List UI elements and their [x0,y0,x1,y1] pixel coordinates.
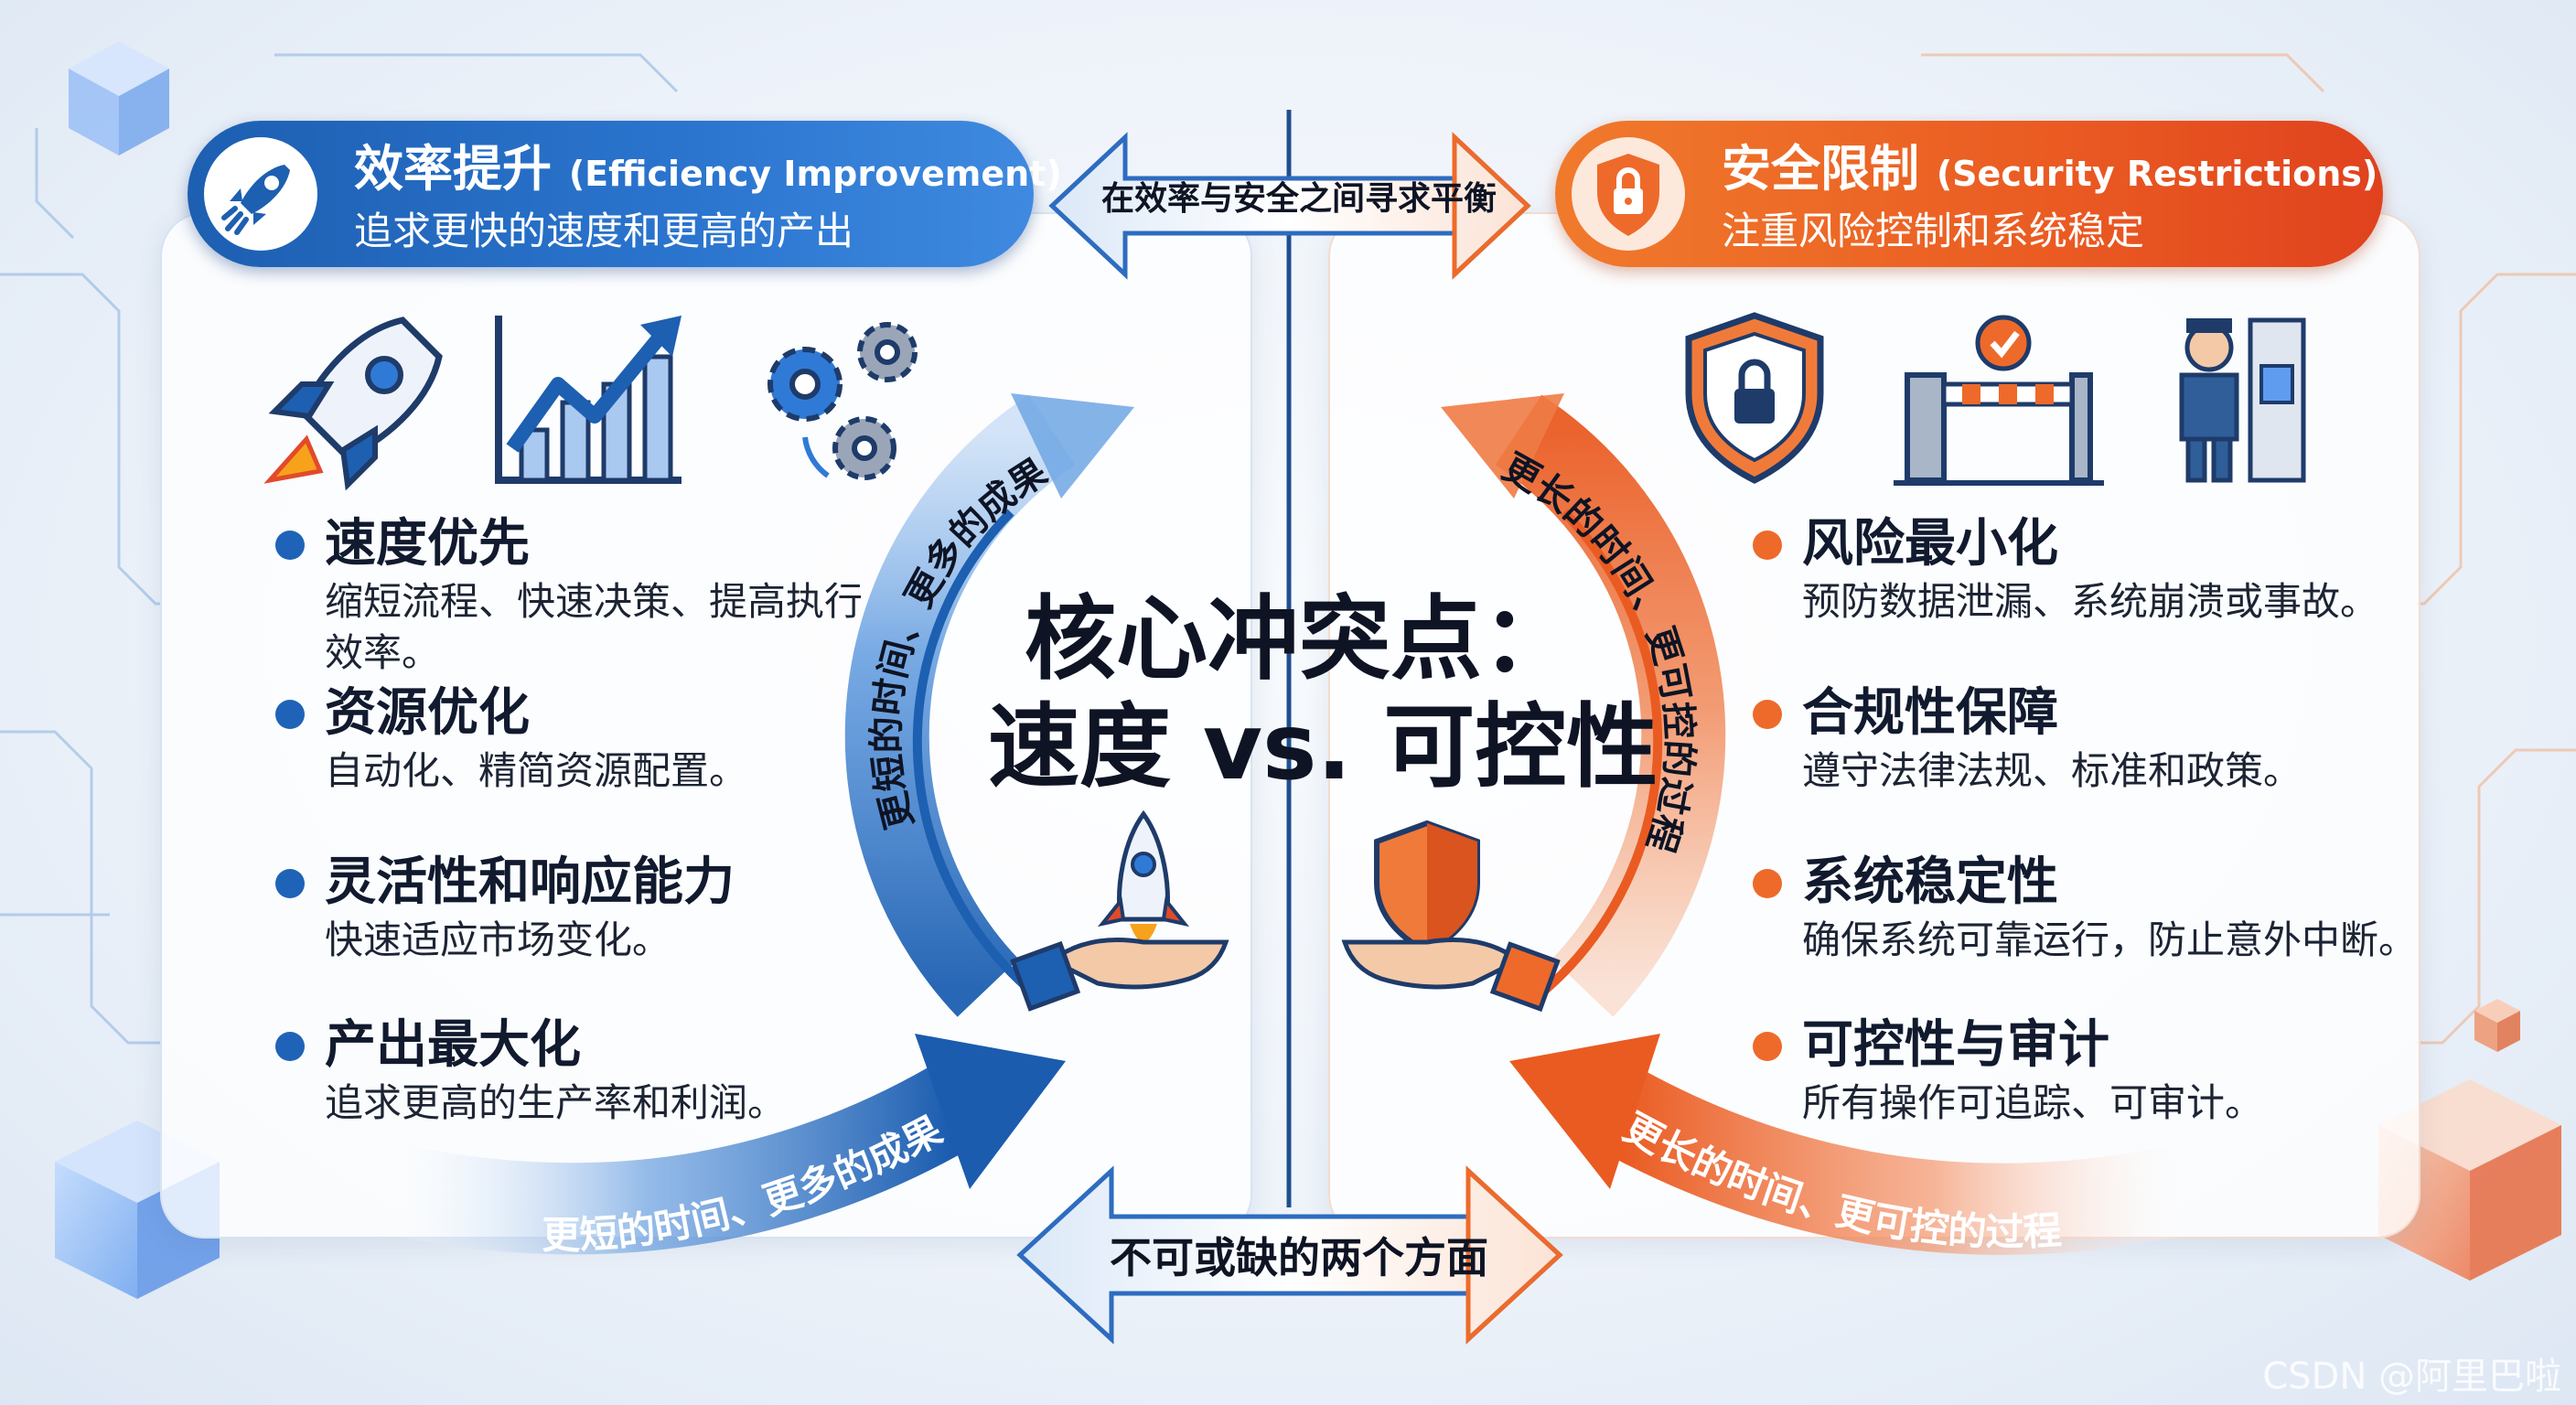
left-item: 资源优化 自动化、精简资源配置。 [275,681,892,797]
security-subtitle: 注重风险控制和系统稳定 [1722,209,2145,253]
left-item-desc: 缩短流程、快速决策、提高执行效率。 [325,579,864,675]
bullet-dot [1753,1032,1782,1061]
right-item-desc: 预防数据泄漏、系统崩溃或事故。 [1802,579,2379,624]
core-conflict-line1: 核心冲突点： [1025,585,1573,692]
barrier-gate-icon [1894,315,2104,486]
right-item-title: 风险最小化 [1802,514,2058,574]
efficiency-subtitle: 追求更快的速度和更高的产出 [354,209,854,253]
bullet-dot [275,869,305,898]
gears-icon [767,322,918,480]
security-title: 安全限制 [1722,140,1919,198]
left-item-title: 灵活性和响应能力 [325,853,735,912]
left-item: 速度优先 缩短流程、快速决策、提高执行效率。 [275,512,892,679]
shield-in-hand-icon [1341,820,1561,1013]
rocket-icon [221,165,290,235]
bullet-dot [1753,531,1782,560]
right-item-desc: 遵守法律法规、标准和政策。 [1802,748,2302,793]
right-item: 系统稳定性 确保系统可靠运行，防止意外中断。 [1753,851,2470,966]
core-conflict-line2: 速度 vs. 可控性 [988,693,1658,800]
right-item: 风险最小化 预防数据泄漏、系统崩溃或事故。 [1753,512,2442,627]
efficiency-header: 效率提升 (Efficiency Improvement) 追求更快的速度和更高… [188,121,1062,267]
security-header: 安全限制 (Security Restrictions) 注重风险控制和系统稳定 [1555,121,2383,267]
security-guard-icon [2179,317,2306,483]
right-item-title: 可控性与审计 [1802,1015,2109,1075]
security-badge [1572,137,1685,251]
bullet-dot [1753,869,1782,898]
left-item-title: 产出最大化 [325,1015,581,1075]
rocket-in-hand-icon [1010,810,1229,1012]
left-item-desc: 快速适应市场变化。 [325,917,671,962]
right-item-title: 系统稳定性 [1802,853,2058,912]
right-item-desc: 所有操作可追踪、可审计。 [1802,1080,2264,1125]
efficiency-title-en: (Efficiency Improvement) [568,154,1062,194]
right-item-desc: 确保系统可靠运行，防止意外中断。 [1802,917,2418,962]
right-item: 合规性保障 遵守法律法规、标准和政策。 [1753,681,2442,797]
balance-arrow-label: 在效率与安全之间寻求平衡 [1100,180,1497,218]
left-item-desc: 追求更高的生产率和利润。 [325,1080,787,1125]
indispensable-arrow-label: 不可或缺的两个方面 [1110,1233,1488,1282]
watermark: CSDN @阿里巴啦 [2262,1356,2561,1398]
left-item-title: 速度优先 [325,514,530,574]
right-item: 可控性与审计 所有操作可追踪、可审计。 [1753,1014,2442,1129]
efficiency-badge [204,137,317,251]
bullet-dot [1753,700,1782,729]
left-item-title: 资源优化 [325,683,530,743]
left-item: 产出最大化 追求更高的生产率和利润。 [275,1014,892,1129]
left-item-desc: 自动化、精简资源配置。 [325,748,748,793]
right-item-title: 合规性保障 [1802,683,2058,743]
lock-icon [1597,154,1659,236]
core-conflict-title: 核心冲突点： 速度 vs. 可控性 [988,585,1658,801]
bullet-dot [275,1032,305,1061]
growth-chart-icon [495,316,682,484]
rocket-icon [263,316,443,491]
efficiency-title: 效率提升 [354,140,552,198]
left-item: 灵活性和响应能力 快速适应市场变化。 [275,851,892,966]
shield-lock-icon [1685,312,1824,484]
bullet-dot [275,700,305,729]
security-title-en: (Security Restrictions) [1936,154,2378,194]
bullet-dot [275,531,305,560]
